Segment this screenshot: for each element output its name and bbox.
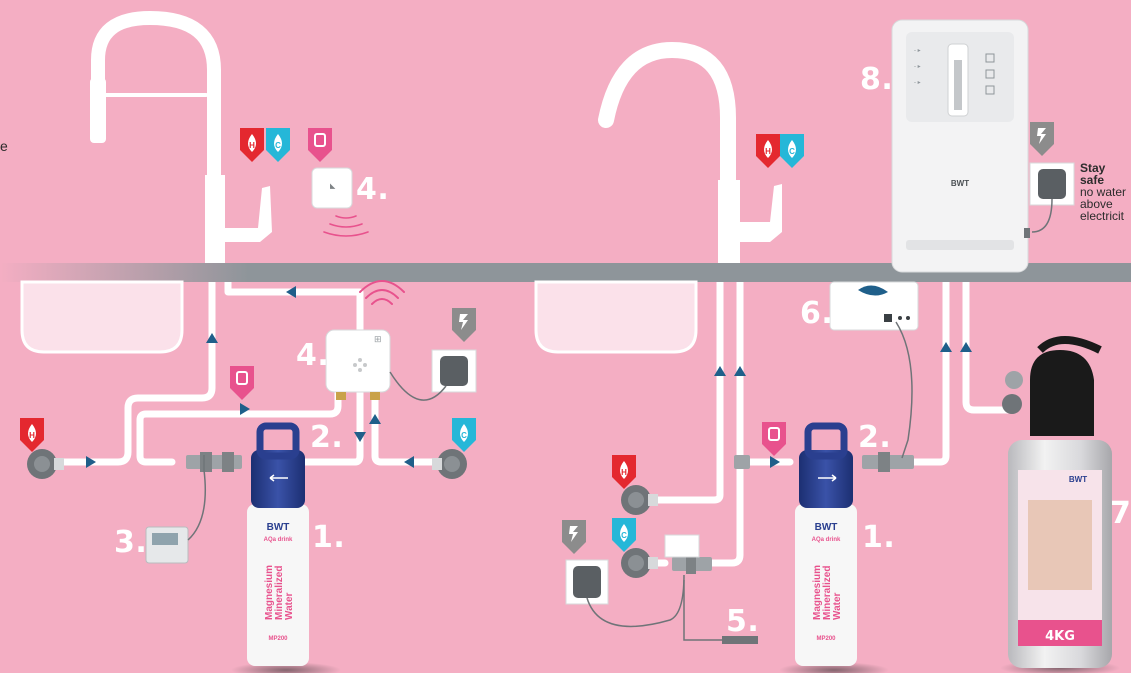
- svg-text:- ▸: - ▸: [914, 48, 921, 54]
- filter-sub: AQa drink: [264, 537, 293, 543]
- svg-text:⊞: ⊞: [374, 334, 382, 344]
- filter-brand: BWT: [267, 522, 290, 533]
- pin-cold-inlet-left: C: [452, 418, 476, 452]
- stay-safe-note: Stay safe no water above electricit: [1080, 162, 1131, 222]
- leak-sensor: ◣: [312, 168, 352, 208]
- pin-electric-dispenser: [1030, 122, 1054, 156]
- smart-controller: ⊞: [326, 330, 390, 400]
- pin-filtered-water-right: [762, 422, 786, 456]
- sink-left: [22, 282, 182, 352]
- pin-electric-left: [452, 308, 476, 342]
- pin-cold-faucet-left: C: [266, 128, 290, 162]
- pin-cold-letter: C: [275, 141, 281, 150]
- label-2-right: 2.: [858, 420, 891, 455]
- wall-inlet-hot-left: [27, 449, 64, 479]
- wall-inlet-cold-right: [621, 548, 658, 578]
- label-7: 7.: [1110, 496, 1131, 531]
- stay-safe-line3: electricit: [1080, 209, 1124, 223]
- cylinder-brand: BWT: [1069, 475, 1087, 484]
- wall-inlet-hot-right: [621, 485, 658, 515]
- pin-hot-faucet-left: H: [240, 128, 264, 162]
- pin-hot-inlet-left: H: [20, 418, 44, 452]
- faucet-right: [606, 50, 782, 263]
- label-1-right: 1.: [862, 520, 895, 555]
- wifi-signal-icon: [360, 281, 404, 304]
- sink-right: [536, 282, 696, 352]
- filter-line3: Water: [284, 592, 295, 620]
- svg-text:- ▸: - ▸: [914, 80, 921, 86]
- label-4-upper: 4.: [356, 172, 389, 207]
- label-6: 6.: [800, 296, 833, 331]
- label-2-left: 2.: [310, 420, 343, 455]
- pin-cold-letter: C: [789, 147, 795, 156]
- filter-model: MP200: [268, 636, 288, 642]
- label-8: 8.: [860, 62, 893, 97]
- pin-hot-letter: H: [621, 468, 627, 477]
- pin-cold-letter: C: [461, 431, 467, 440]
- label-5: 5.: [726, 604, 759, 639]
- pin-hot-inlet-right: H: [612, 455, 636, 489]
- filter-sub: AQa drink: [812, 537, 841, 543]
- pin-hot-letter: H: [29, 431, 35, 440]
- socket-dispenser: [1030, 163, 1074, 232]
- co2-cylinder: BWT 4KG: [1000, 340, 1120, 673]
- socket-left: [390, 350, 476, 400]
- label-3: 3.: [114, 525, 147, 560]
- dispenser-brand: BWT: [951, 179, 969, 188]
- wall-inlet-cold-left: [432, 449, 467, 479]
- pin-cold-inlet-right: C: [612, 518, 636, 552]
- pin-hot-letter: H: [765, 147, 771, 156]
- pin-cold-letter: C: [621, 531, 627, 540]
- cylinder-weight: 4KG: [1045, 629, 1075, 644]
- pin-filtered-water-controller: [308, 128, 332, 162]
- left-edge-text: e: [0, 140, 8, 152]
- pin-electric-right: [562, 520, 586, 554]
- svg-text:◣: ◣: [330, 183, 336, 190]
- label-1-left: 1.: [312, 520, 345, 555]
- pin-hot-faucet-right: H: [756, 134, 780, 168]
- filter-line3: Water: [832, 592, 843, 620]
- pin-filtered-water-pipe: [230, 366, 254, 400]
- pin-cold-faucet-right: C: [780, 134, 804, 168]
- svg-text:- ▸: - ▸: [914, 64, 921, 70]
- stay-safe-title: Stay safe: [1080, 161, 1105, 187]
- display-unit: [146, 455, 205, 563]
- signal-waves-icon: [324, 216, 368, 236]
- filter-model: MP200: [816, 636, 836, 642]
- label-4-lower: 4.: [296, 338, 329, 373]
- water-dispenser: - ▸ - ▸ - ▸ BWT: [892, 20, 1030, 272]
- filter-brand: BWT: [815, 522, 838, 533]
- pin-hot-letter: H: [249, 141, 255, 150]
